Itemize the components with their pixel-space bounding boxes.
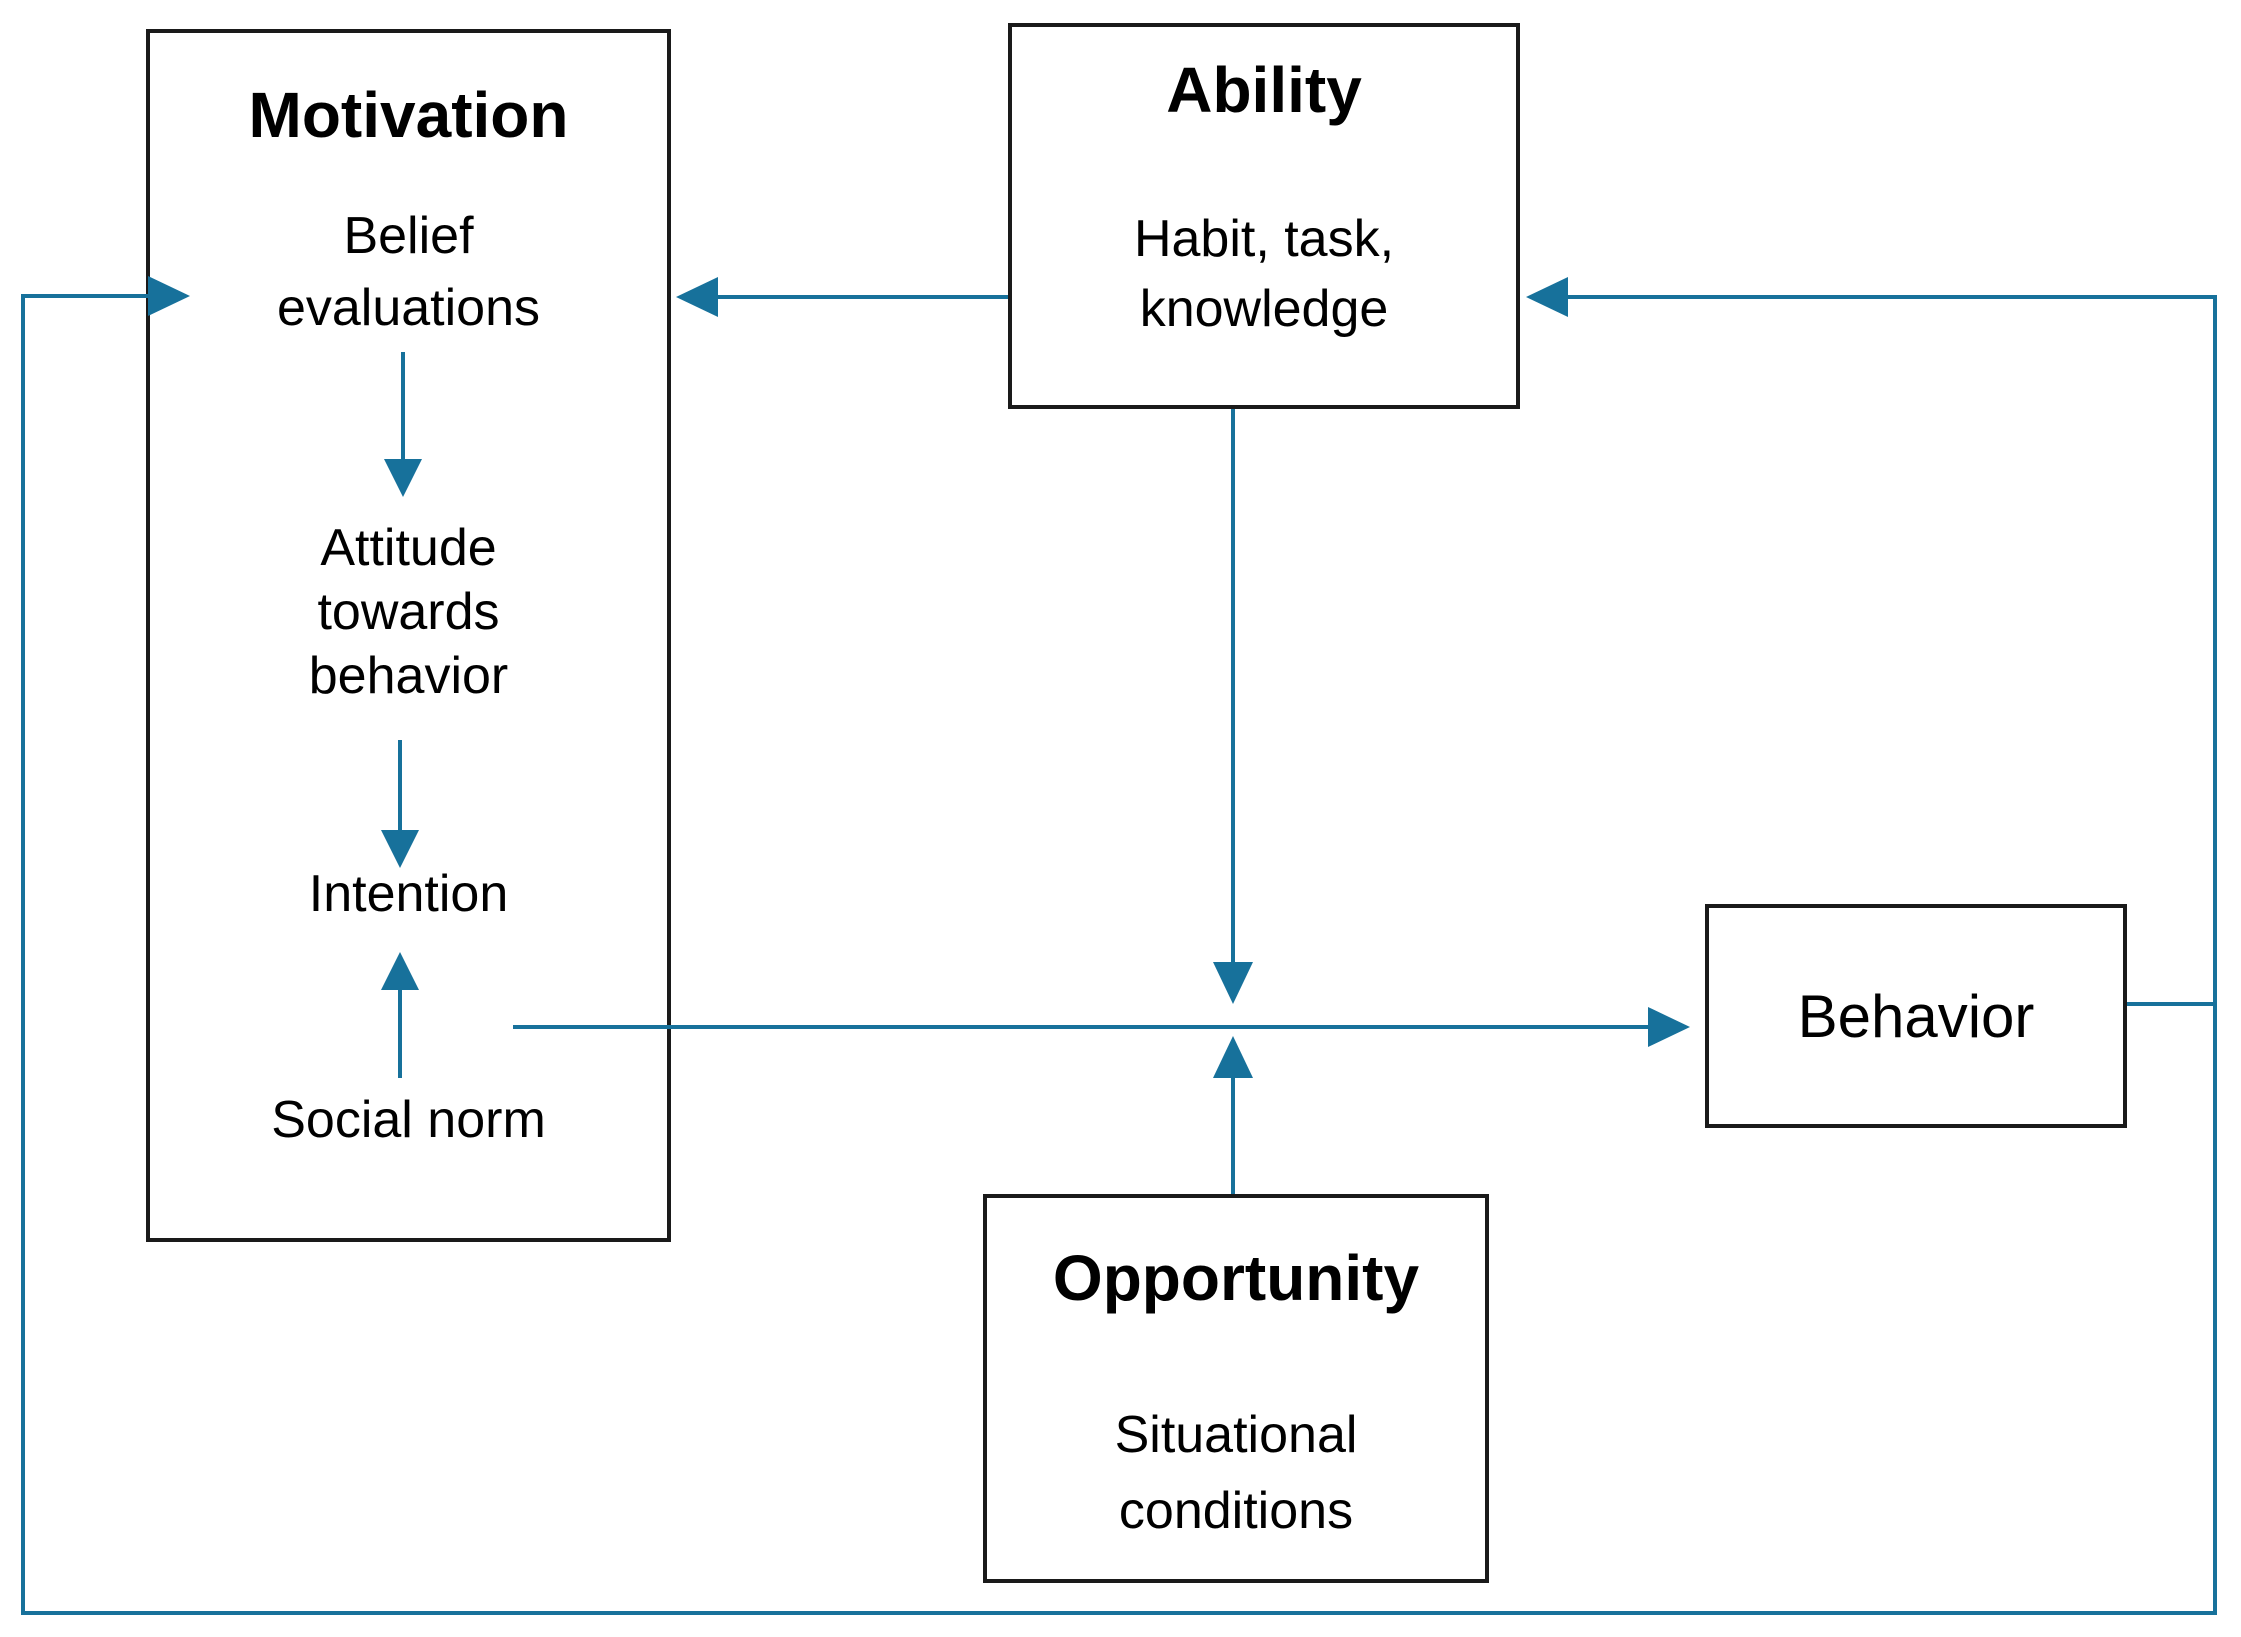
- ability-body-label: Habit, task, knowledge: [1133, 210, 1395, 338]
- opportunity-up-arrowhead-icon: [1213, 1036, 1253, 1078]
- opportunity-title: Opportunity: [1052, 1242, 1420, 1314]
- motivation-box: Motivation Belief evaluations Attitude t…: [146, 29, 671, 1242]
- ability-down-arrowhead-icon: [1213, 962, 1253, 1004]
- behavior-box: Behavior: [1705, 904, 2127, 1128]
- motivation-to-behavior-arrowhead-icon: [1648, 1007, 1690, 1047]
- opportunity-body-label: Situational conditions: [1114, 1406, 1358, 1540]
- ability-title: Ability: [1166, 54, 1362, 126]
- motivation-title: Motivation: [248, 79, 569, 151]
- intention-label: Intention: [308, 865, 509, 923]
- social-norm-label: Social norm: [271, 1091, 546, 1149]
- attitude-towards-behavior-label: Attitude towards behavior: [308, 519, 509, 705]
- opportunity-box: Opportunity Situational conditions: [983, 1194, 1489, 1583]
- arrowhead-into-ability-icon: [1526, 277, 1568, 317]
- behavior-label: Behavior: [1797, 982, 2035, 1050]
- belief-evaluations-label: Belief evaluations: [276, 207, 541, 337]
- ability-box: Ability Habit, task, knowledge: [1008, 23, 1520, 409]
- ability-to-motivation-arrowhead-icon: [676, 277, 718, 317]
